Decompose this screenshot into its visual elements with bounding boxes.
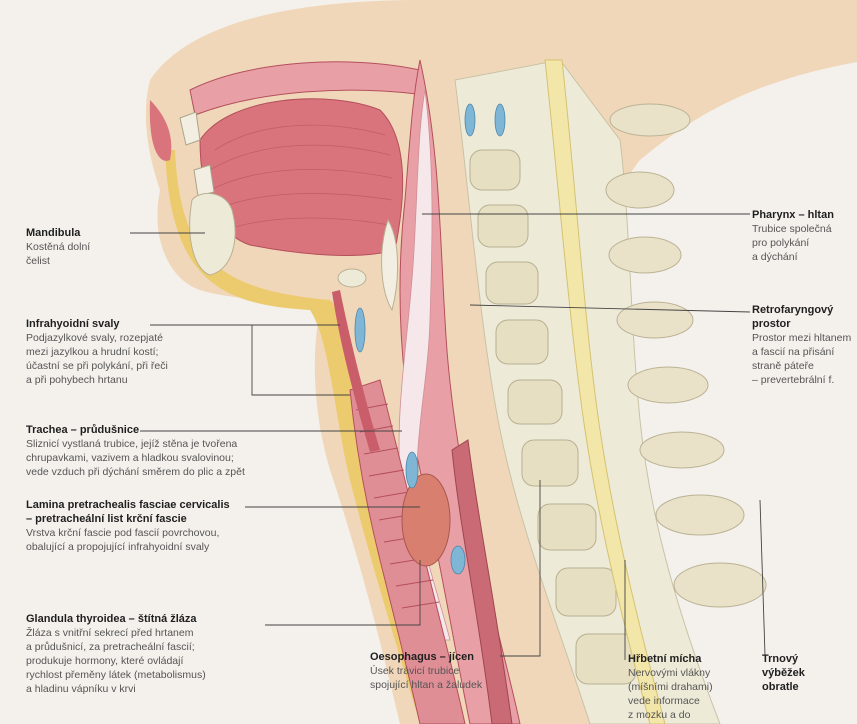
desc-line: Úsek trávicí trubice [370,664,482,678]
desc-line: (míšními drahami) [628,680,713,694]
desc-line: Prostor mezi hltanem [752,331,857,345]
label-spinal-cord-desc: Nervovými vlákny (míšními drahami) vede … [628,666,713,722]
label-spinal-cord: Hřbetní mícha Nervovými vlákny (míšními … [628,652,713,722]
label-trachea-desc: Sliznicí vystlaná trubice, jejíž stěna j… [26,437,245,479]
thyroid-gland [402,474,450,566]
label-spinous-process: Trnový výběžek obratle [762,652,805,694]
label-pharynx: Pharynx – hltan Trubice společná pro pol… [752,208,857,264]
desc-line: rychlost přeměny látek (metabolismus) [26,668,206,682]
desc-line: mezi jazylkou a hrudní kostí; [26,345,168,359]
hyoid-bone [338,269,366,287]
desc-line: a dýchání [752,250,857,264]
desc-line: a fascií na přisání [752,345,857,359]
desc-line: Nervovými vlákny [628,666,713,680]
label-thyroid: Glandula thyroidea – štítná žláza Žláza … [26,612,206,696]
desc-line: produkuje hormony, které ovládají [26,654,206,668]
label-oesophagus: Oesophagus – jícen Úsek trávicí trubice … [370,650,482,692]
label-thyroid-title: Glandula thyroidea – štítná žláza [26,612,206,626]
desc-line: pro polykání [752,236,857,250]
label-mandibula-desc: Kostěná dolní čelist [26,240,90,268]
label-infrahyoid-desc: Podjazylkové svaly, rozepjaté mezi jazyl… [26,331,168,387]
desc-line: Vrstva krční fascie pod fascií povrchovo… [26,526,230,540]
desc-line: straně páteře [752,359,857,373]
desc-line: obalující a propojující infrahyoidní sva… [26,540,230,554]
label-thyroid-desc: Žláza s vnitřní sekrecí před hrtanem a p… [26,626,206,696]
desc-line: vede informace [628,694,713,708]
desc-line: a průdušnicí, za pretracheální fascií; [26,640,206,654]
desc-line: účastní se při polykání, při řeči [26,359,168,373]
label-trachea: Trachea – průdušnice Sliznicí vystlaná t… [26,423,245,479]
label-mandibula: Mandibula Kostěná dolní čelist [26,226,90,268]
desc-line: čelist [26,254,90,268]
label-oesophagus-title: Oesophagus – jícen [370,650,482,664]
desc-line: a při pohybech hrtanu [26,373,168,387]
label-pharynx-title: Pharynx – hltan [752,208,857,222]
desc-line: a hladinu vápníku v krvi [26,682,206,696]
desc-line: Podjazylkové svaly, rozepjaté [26,331,168,345]
label-infrahyoid-title: Infrahyoidní svaly [26,317,168,331]
label-oesophagus-desc: Úsek trávicí trubice spojující hltan a ž… [370,664,482,692]
desc-line: Kostěná dolní [26,240,90,254]
label-mandibula-title: Mandibula [26,226,90,240]
label-retropharyngeal: Retrofaryngový prostor Prostor mezi hlta… [752,303,857,387]
label-lamina: Lamina pretrachealis fasciae cervicalis … [26,498,230,554]
desc-line: vede vzduch při dýchání směrem do plic a… [26,465,245,479]
desc-line: z mozku a do [628,708,713,722]
desc-line: spojující hltan a žaludek [370,678,482,692]
label-infrahyoid: Infrahyoidní svaly Podjazylkové svaly, r… [26,317,168,387]
label-lamina-title1: Lamina pretrachealis fasciae cervicalis [26,498,230,512]
desc-line: Sliznicí vystlaná trubice, jejíž stěna j… [26,437,245,451]
desc-line: Žláza s vnitřní sekrecí před hrtanem [26,626,206,640]
label-lamina-title2: – pretracheální list krční fascie [26,512,230,526]
label-retro-title2: prostor [752,317,857,331]
label-spinal-cord-title: Hřbetní mícha [628,652,713,666]
label-lamina-desc: Vrstva krční fascie pod fascií povrchovo… [26,526,230,554]
label-pharynx-desc: Trubice společná pro polykání a dýchání [752,222,857,264]
label-retro-title1: Retrofaryngový [752,303,857,317]
label-trachea-title: Trachea – průdušnice [26,423,245,437]
label-spinous-process-title: obratle [762,680,805,694]
label-retro-desc: Prostor mezi hltanem a fascií na přisání… [752,331,857,387]
label-spinous-process-title: Trnový [762,652,805,666]
desc-line: – prevertebrální f. [752,373,857,387]
label-spinous-process-title: výběžek [762,666,805,680]
desc-line: chrupavkami, vazivem a hladkou svalovino… [26,451,245,465]
desc-line: Trubice společná [752,222,857,236]
